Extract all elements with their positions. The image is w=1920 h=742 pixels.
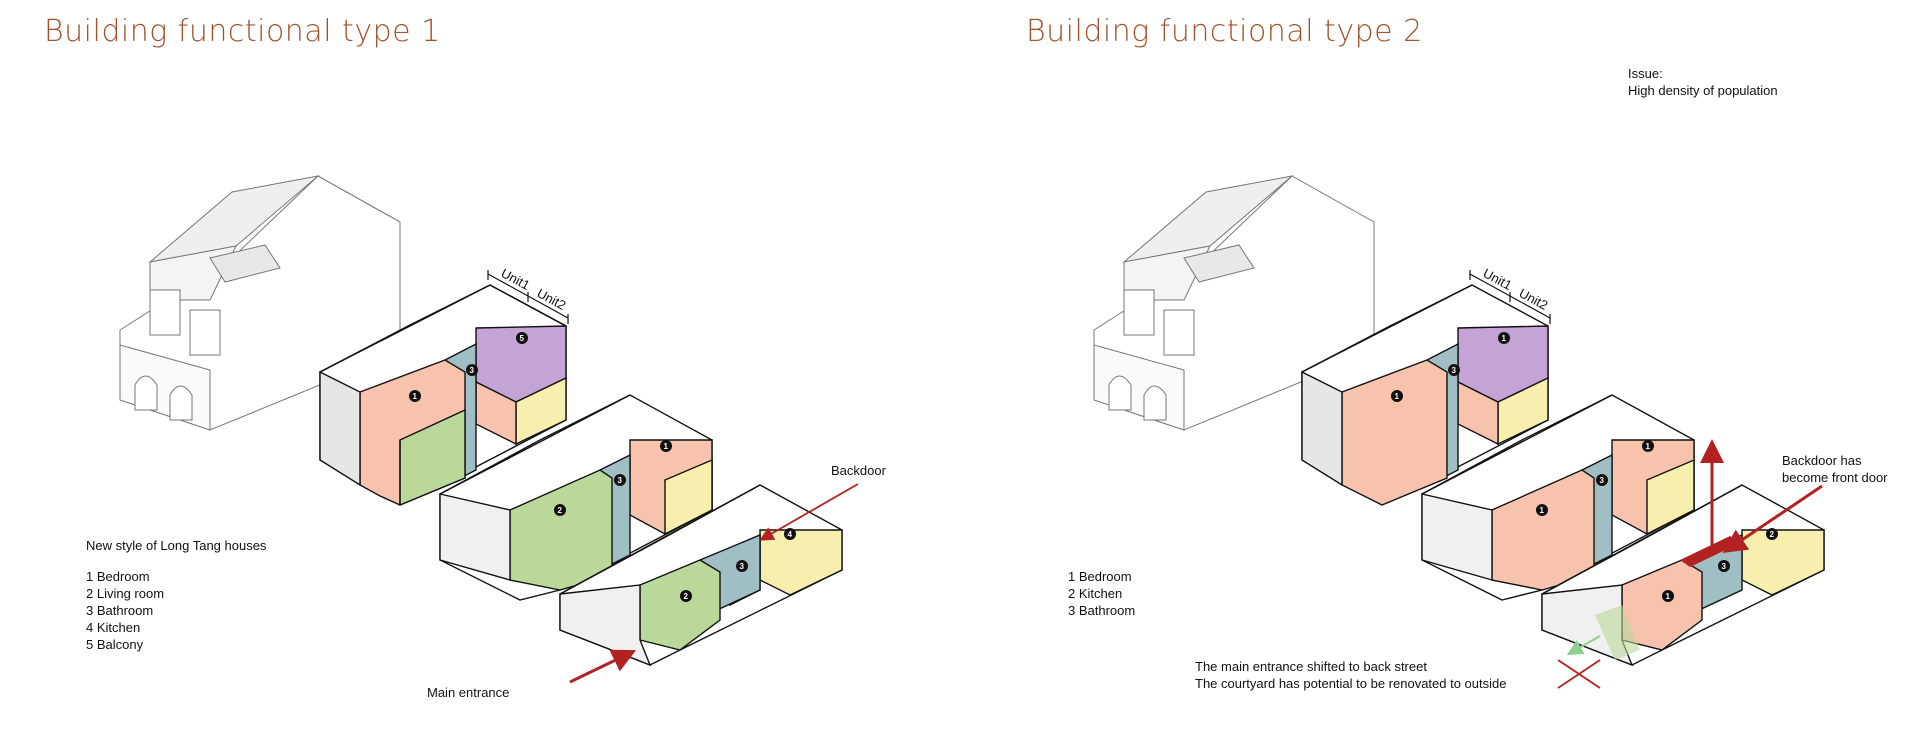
room-marker: 2 (558, 506, 563, 515)
upper-floor-block (1301, 284, 1549, 506)
legend-item: 1 Bedroom (86, 569, 150, 584)
legend-item: 3 Bathroom (1068, 603, 1136, 618)
room-marker: 1 (1540, 506, 1545, 515)
room-marker: 3 (1600, 476, 1605, 485)
backdoor-front-label-2: become front door (1782, 470, 1888, 485)
room-marker: 3 (740, 562, 745, 571)
room-marker: 1 (1395, 392, 1400, 401)
backdoor-front-arrow (1722, 484, 1823, 554)
room-marker: 1 (1646, 442, 1651, 451)
cross-mark-icon (1557, 659, 1601, 689)
panel2-title: Building functional type 2 (1026, 14, 1423, 49)
unit-bracket (487, 270, 569, 324)
panel2-legend: 1 Bedroom 2 Kitchen 3 Bathroom (1068, 568, 1135, 619)
panel2-diagram: Unit1 Unit2 (1093, 175, 1825, 689)
note-line-2: The courtyard has potential to be renova… (1195, 676, 1507, 691)
middle-floor-block (1421, 394, 1695, 601)
legend-item: 1 Bedroom (1068, 569, 1132, 584)
lower-floor-block (1541, 484, 1825, 667)
legend-item: 5 Balcony (86, 637, 144, 652)
backdoor-front-label-1: Backdoor has (1782, 453, 1862, 468)
backdoor-arrow (759, 483, 859, 541)
room-marker: 3 (470, 366, 475, 375)
room-marker: 3 (1452, 366, 1457, 375)
unit-bracket (1469, 270, 1551, 324)
room-markers: 5 3 1 1 3 2 4 3 2 (409, 332, 796, 602)
legend-item: 4 Kitchen (86, 620, 141, 635)
legend-item: 3 Bathroom (86, 603, 154, 618)
panel1-caption: New style of Long Tang houses (86, 538, 267, 553)
panel1-title: Building functional type 1 (44, 14, 441, 49)
main-entrance-label: Main entrance (427, 685, 510, 700)
upper-floor-block (319, 284, 567, 507)
room-marker: 2 (1770, 530, 1775, 539)
legend-item: 2 Kitchen (1068, 586, 1123, 601)
room-marker: 1 (1666, 592, 1671, 601)
room-markers: 1 3 1 1 3 1 2 3 1 (1391, 332, 1778, 602)
panel1-legend: 1 Bedroom 2 Living room 3 Bathroom 4 Kit… (86, 568, 164, 653)
legend-item: 2 Living room (86, 586, 165, 601)
issue-heading: Issue: (1628, 66, 1663, 81)
room-marker: 4 (788, 530, 793, 539)
room-marker: 5 (520, 334, 525, 343)
room-marker: 1 (664, 442, 669, 451)
backdoor-label: Backdoor (831, 463, 886, 478)
note-line-1: The main entrance shifted to back street (1195, 659, 1427, 674)
house-outline (1093, 175, 1375, 431)
courtyard-arrow (1566, 635, 1601, 655)
panel1-diagram: Unit1 Unit2 (119, 175, 859, 684)
room-marker: 1 (413, 392, 418, 401)
room-marker: 1 (1502, 334, 1507, 343)
room-marker: 3 (1722, 562, 1727, 571)
room-marker: 2 (684, 592, 689, 601)
room-marker: 3 (618, 476, 623, 485)
main-entrance-arrow (569, 649, 637, 684)
issue-text: High density of population (1628, 83, 1778, 98)
